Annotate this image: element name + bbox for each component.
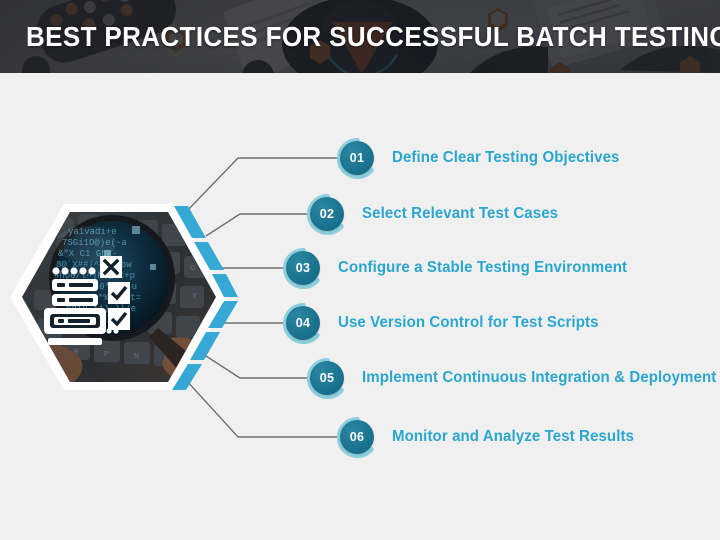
check-glyph-1 [110, 285, 128, 301]
svg-text:G: G [190, 265, 195, 272]
svg-text:&"X C1 Gbk-: &"X C1 Gbk- [58, 249, 117, 259]
badge-02: 02 [306, 193, 344, 235]
list-item-5[interactable]: 05 Implement Continuous Integration & De… [306, 357, 720, 399]
badge-03: 03 [282, 247, 320, 289]
badge-04: 04 [282, 302, 320, 344]
list-item-4[interactable]: 04 Use Version Control for Test Scripts [282, 302, 607, 344]
badge-06: 06 [336, 416, 374, 458]
list-item-3[interactable]: 03 Configure a Stable Testing Environmen… [282, 247, 636, 289]
header-banner: BEST PRACTICES FOR SUCCESSFUL BATCH TEST… [0, 0, 720, 73]
list-item-label: Configure a Stable Testing Environment [338, 259, 628, 276]
hexagon-graphic: B P N J Y G ya1vadi+e 7SGi1O@)e [10, 204, 238, 390]
badge-01: 01 [336, 137, 374, 179]
badge-number: 02 [310, 197, 344, 231]
badge-number: 03 [286, 251, 320, 285]
svg-text:kkKr ! *%$|c t=: kkKr ! *%$|c t= [60, 293, 141, 303]
svg-text:ya1vadi+e: ya1vadi+e [68, 227, 117, 237]
list-item-label: Implement Continuous Integration & Deplo… [362, 369, 717, 386]
svg-text:#hoG/l^jhi@lc+p: #hoG/l^jhi@lc+p [54, 271, 135, 281]
cross-glyph [102, 258, 120, 276]
list-item-2[interactable]: 02 Select Relevant Test Cases [306, 193, 564, 235]
list-item-label: Monitor and Analyze Test Results [392, 428, 635, 445]
page-title: BEST PRACTICES FOR SUCCESSFUL BATCH TEST… [26, 20, 720, 52]
badge-number: 05 [310, 361, 344, 395]
svg-text:B: B [74, 349, 79, 356]
svg-text:7SGi1O@)e(-a: 7SGi1O@)e(-a [62, 238, 127, 248]
list-item-label: Define Clear Testing Objectives [392, 149, 620, 166]
hexagon-image-group: B P N J Y G ya1vadi+e 7SGi1O@)e [8, 198, 248, 403]
svg-text:Y: Y [192, 293, 197, 300]
list-item-label: Use Version Control for Test Scripts [338, 314, 599, 331]
svg-text:8@`X##|^4 b#bw: 8@`X##|^4 b#bw [56, 260, 132, 270]
list-item-1[interactable]: 01 Define Clear Testing Objectives [336, 137, 627, 179]
svg-text:N: N [134, 353, 139, 360]
badge-number: 01 [340, 141, 374, 175]
header-dark-overlay [0, 0, 720, 73]
list-item-6[interactable]: 06 Monitor and Analyze Test Results [336, 416, 642, 458]
badge-number: 04 [286, 306, 320, 340]
hexagon-accent-chevrons [172, 206, 238, 390]
badge-number: 06 [340, 420, 374, 454]
badge-05: 05 [306, 357, 344, 399]
list-item-label: Select Relevant Test Cases [362, 205, 559, 222]
svg-text:P: P [104, 351, 109, 358]
check-glyph-2 [110, 311, 128, 327]
